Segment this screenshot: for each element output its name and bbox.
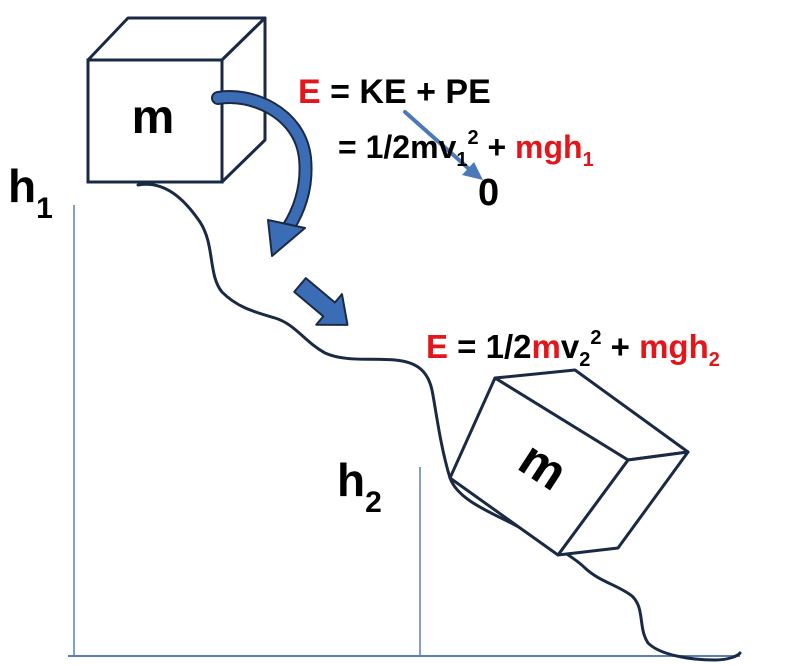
energy-equation-line1: E = KE + PE — [298, 73, 491, 111]
energy-equation-bottom: E = 1/2mv22 + mgh2 — [426, 327, 720, 371]
energy-equation-line2: = 1/2mv12 + mgh1 — [338, 127, 594, 171]
h2-label: h2 — [337, 454, 382, 519]
bottom-block: m — [448, 368, 690, 557]
h1-label: h1 — [8, 160, 53, 225]
top-block-front — [86, 58, 224, 184]
zero-value: 0 — [478, 172, 499, 214]
top-block-mass-label: m — [132, 91, 175, 144]
top-block: m — [86, 16, 267, 184]
pointer-arrow-icon — [403, 110, 483, 180]
hill-slope — [136, 182, 742, 662]
block-arrow-icon — [293, 277, 349, 326]
curved-arrow-icon — [211, 90, 313, 257]
cube-icon — [448, 376, 630, 557]
